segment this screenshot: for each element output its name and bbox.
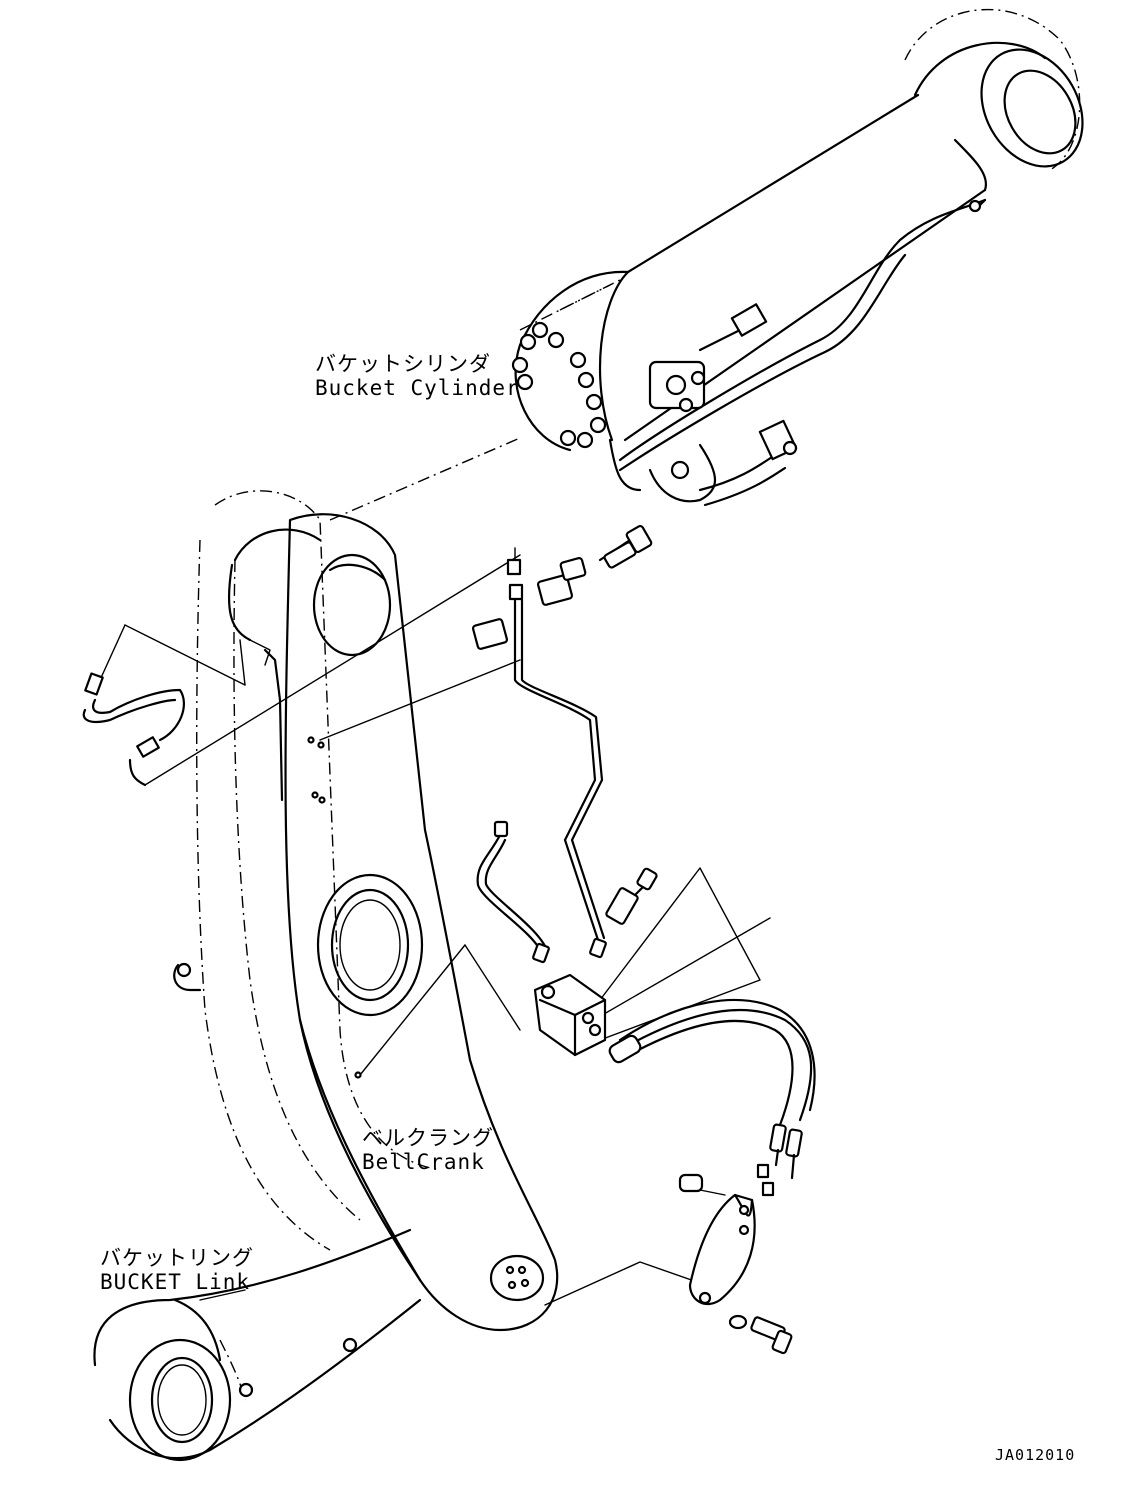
label-bucket-cylinder: バケットシリンダ Bucket Cylinder [315,352,520,400]
bracket [544,1163,793,1355]
bucket-link [93,1228,422,1462]
flange-bolts [511,321,607,449]
label-bucket-link: バケットリング BUCKET Link [100,1246,254,1294]
bellcrank [173,437,559,1332]
valve-block [354,820,816,1180]
label-bucket-cylinder-en: Bucket Cylinder [315,376,520,401]
leader-lines [199,1289,246,1301]
label-bucket-link-jp: バケットリング [100,1246,254,1270]
label-bucket-cylinder-jp: バケットシリンダ [315,352,491,376]
left-hose-assembly [82,554,521,787]
label-bellcrank-en: BellCrank [362,1150,485,1175]
bucket-cylinder [511,8,1084,507]
centre-pipe [307,524,653,942]
label-bucket-link-en: BUCKET Link [100,1270,251,1295]
label-bellcrank-jp: ベルクラング [362,1126,494,1150]
label-bellcrank: ベルクラング BellCrank [362,1126,494,1174]
drawing-code: JA012010 [995,1446,1076,1464]
